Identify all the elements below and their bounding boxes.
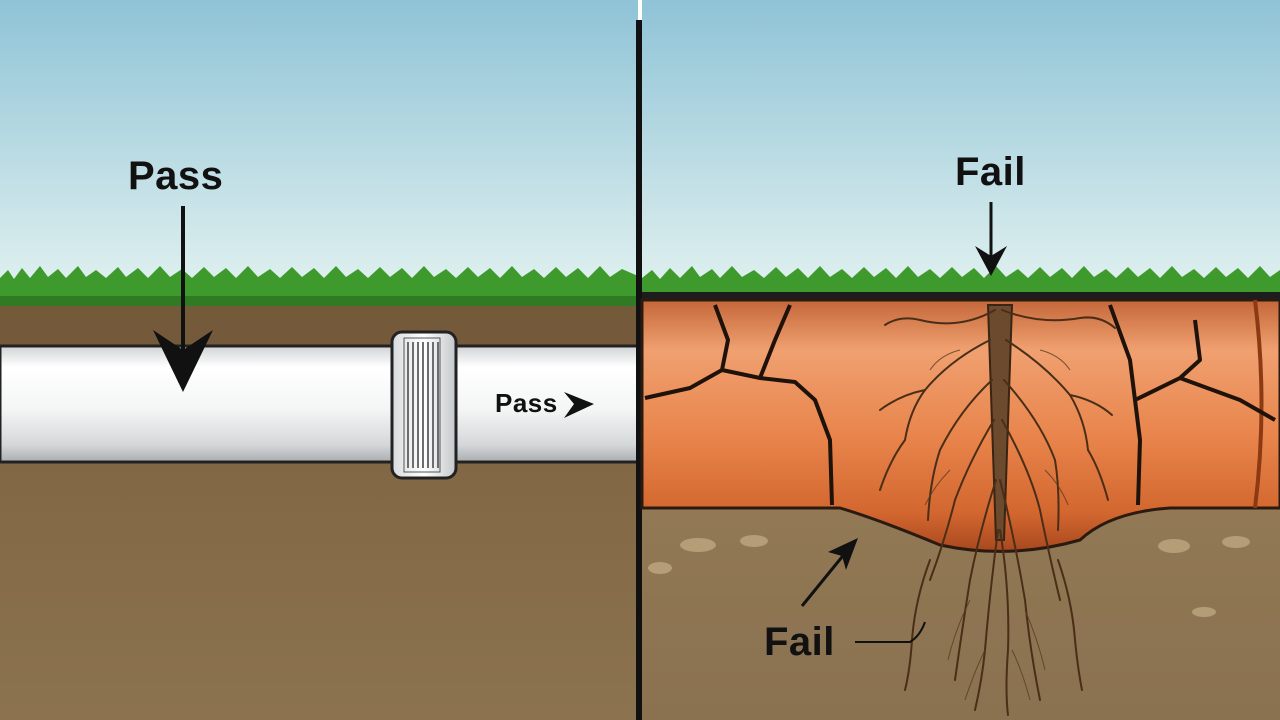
up-right-arrow-icon [800,538,858,607]
tree-root-main [986,304,1014,541]
fail-leader-line [855,621,926,643]
clay-pipe [640,298,1280,553]
right-arrowhead-icon [564,392,594,418]
fail-label-top: Fail [955,150,1026,194]
down-arrow-icon [975,202,1007,276]
sky-left [0,0,638,285]
tree-roots [879,309,1116,716]
pipe-cracks [644,304,1276,506]
pass-panel [0,0,640,720]
down-arrow-icon [153,206,213,392]
sky-right [642,0,1280,285]
pass-label-pipe: Pass [495,388,558,418]
pebbles [648,535,1250,617]
fail-label-bottom: Fail [764,620,835,664]
pvc-pipe [0,344,640,464]
grass-right [642,266,1280,300]
fail-panel [640,0,1280,720]
panel-divider [636,20,642,720]
pipe-coupling [390,330,458,480]
pass-label-top: Pass [128,154,224,198]
